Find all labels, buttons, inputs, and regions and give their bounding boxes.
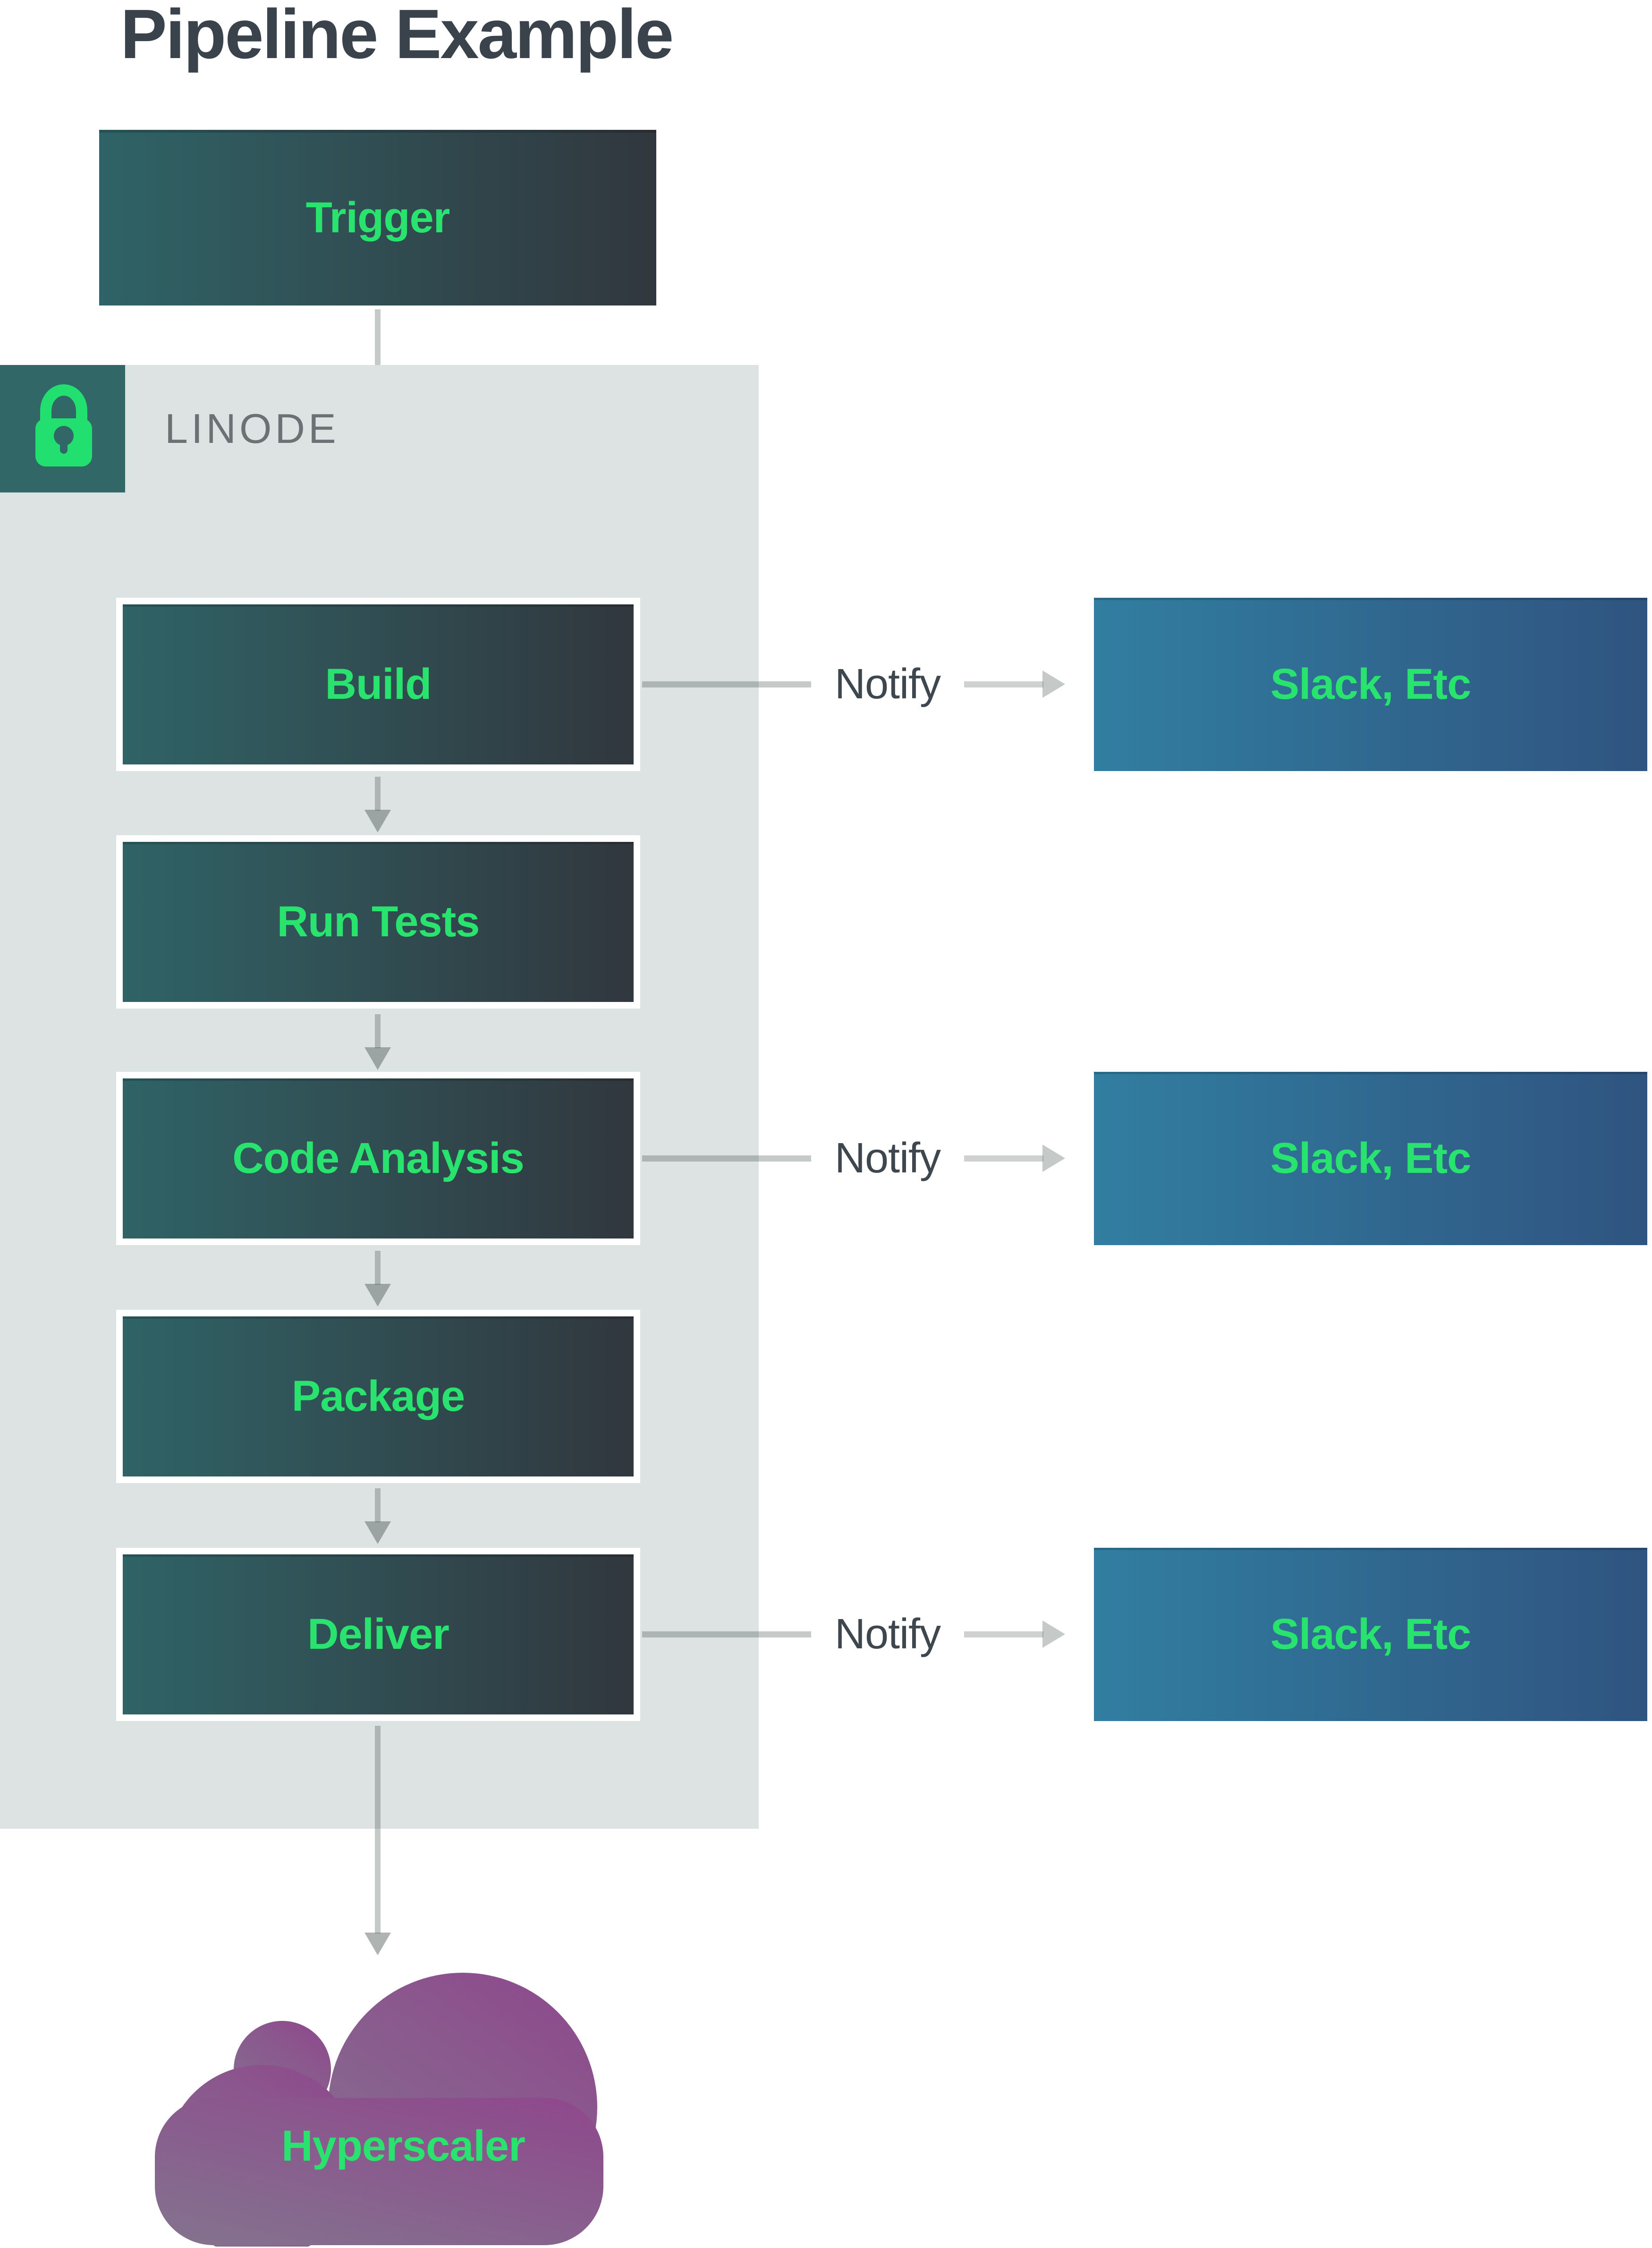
hyperscaler-cloud: Hyperscaler (146, 1949, 609, 2247)
connector-build-to-runtests-line (375, 777, 381, 811)
connector-codeanalysis-to-package-line (375, 1251, 381, 1285)
stage-label: Deliver (307, 1610, 449, 1658)
notify-label: Notify (834, 1610, 941, 1658)
stage-box-code-analysis: Code Analysis (116, 1072, 640, 1245)
notify-connector-line (642, 1631, 811, 1637)
environment-label: LINODE (165, 405, 339, 452)
notify-target-label: Slack, Etc (1270, 660, 1472, 708)
notify-label: Notify (834, 1134, 941, 1182)
arrow-down-icon (364, 810, 391, 832)
notify-target-box: Slack, Etc (1094, 1548, 1647, 1721)
page-title: Pipeline Example (120, 0, 674, 73)
trigger-label: Trigger (305, 193, 450, 242)
notify-connector-line (642, 681, 811, 687)
arrow-down-icon (364, 1521, 391, 1544)
stage-label: Package (291, 1372, 465, 1420)
stage-box-build: Build (116, 598, 640, 771)
connector-deliver-to-cloud-line (375, 1726, 381, 1934)
cloud-label: Hyperscaler (281, 2121, 525, 2170)
connector-runtests-to-codeanalysis-line (375, 1014, 381, 1048)
notify-connector-line (642, 1155, 811, 1162)
arrow-right-icon (1042, 670, 1065, 698)
notify-target-box: Slack, Etc (1094, 598, 1647, 771)
arrow-down-icon (364, 1933, 391, 1955)
notify-target-box: Slack, Etc (1094, 1072, 1647, 1245)
stage-label: Run Tests (277, 898, 480, 946)
notify-label: Notify (834, 660, 941, 708)
arrow-right-icon (1042, 1145, 1065, 1172)
cloud-icon (155, 1973, 603, 2247)
notify-target-label: Slack, Etc (1270, 1610, 1472, 1658)
lock-icon (35, 384, 92, 467)
stage-box-run-tests: Run Tests (116, 835, 640, 1009)
stage-box-deliver: Deliver (116, 1548, 640, 1721)
lock-badge (0, 365, 125, 492)
notify-arrow-line (964, 1155, 1043, 1162)
notify-target-label: Slack, Etc (1270, 1134, 1472, 1182)
arrow-right-icon (1042, 1620, 1065, 1648)
notify-arrow-line (964, 1631, 1043, 1637)
arrow-down-icon (364, 1284, 391, 1306)
notify-arrow-line (964, 681, 1043, 687)
connector-package-to-deliver-line (375, 1488, 381, 1522)
stage-box-package: Package (116, 1310, 640, 1483)
trigger-box: Trigger (99, 130, 656, 305)
arrow-down-icon (364, 1047, 391, 1070)
stage-label: Code Analysis (232, 1134, 525, 1182)
stage-label: Build (325, 660, 432, 708)
